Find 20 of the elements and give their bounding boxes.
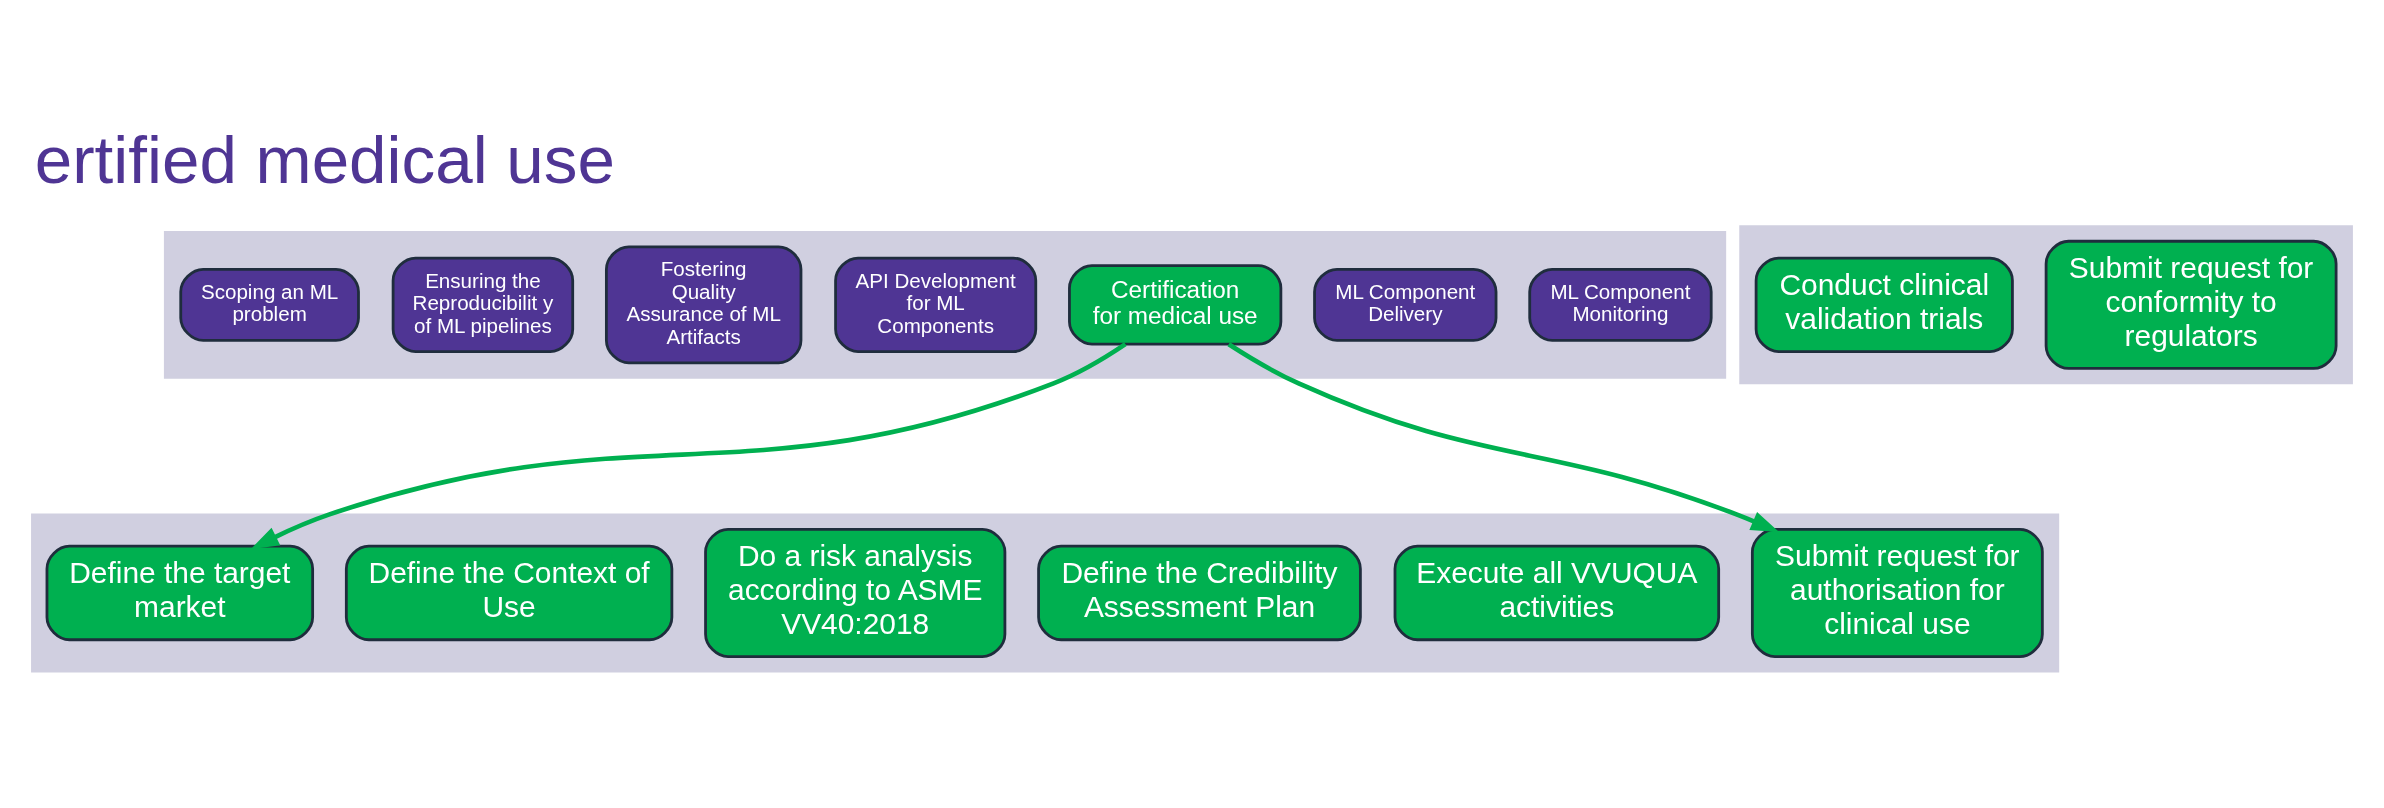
node-box: Conduct clinical validation trials [1754,256,2014,353]
node-box: ML Component Monitoring [1528,267,1713,342]
cluster [163,230,1727,379]
node-box: Certification for medical use [1068,264,1283,346]
arrow [1227,342,1780,533]
node-box: ML Component Delivery [1313,267,1498,342]
diagram-title: ertified medical use [34,121,615,197]
node-box: Define the target market [45,544,315,642]
node-box: Do a risk analysis according to ASME VV40:2018 [704,527,1007,658]
node-box: API Development for ML Components [834,256,1038,353]
node-box: Fostering Quality Assurance of ML Artifacts [605,245,803,365]
cluster [1739,225,2353,385]
node-box: Submit request for conformity to regulators [2044,239,2338,370]
node-box: Define the Credibility Assessment Plan [1037,544,1362,642]
node-box: Scoping an ML problem [179,267,360,342]
node-box: Define the Context of Use [344,544,674,642]
node-box: Ensuring the Reproducibilit y of ML pipelines [391,256,575,353]
arrow [250,342,1127,550]
node-box: Submit request for authorisation for clinical use [1750,527,2044,658]
node-box: Execute all VVUQUA activities [1393,544,1721,642]
